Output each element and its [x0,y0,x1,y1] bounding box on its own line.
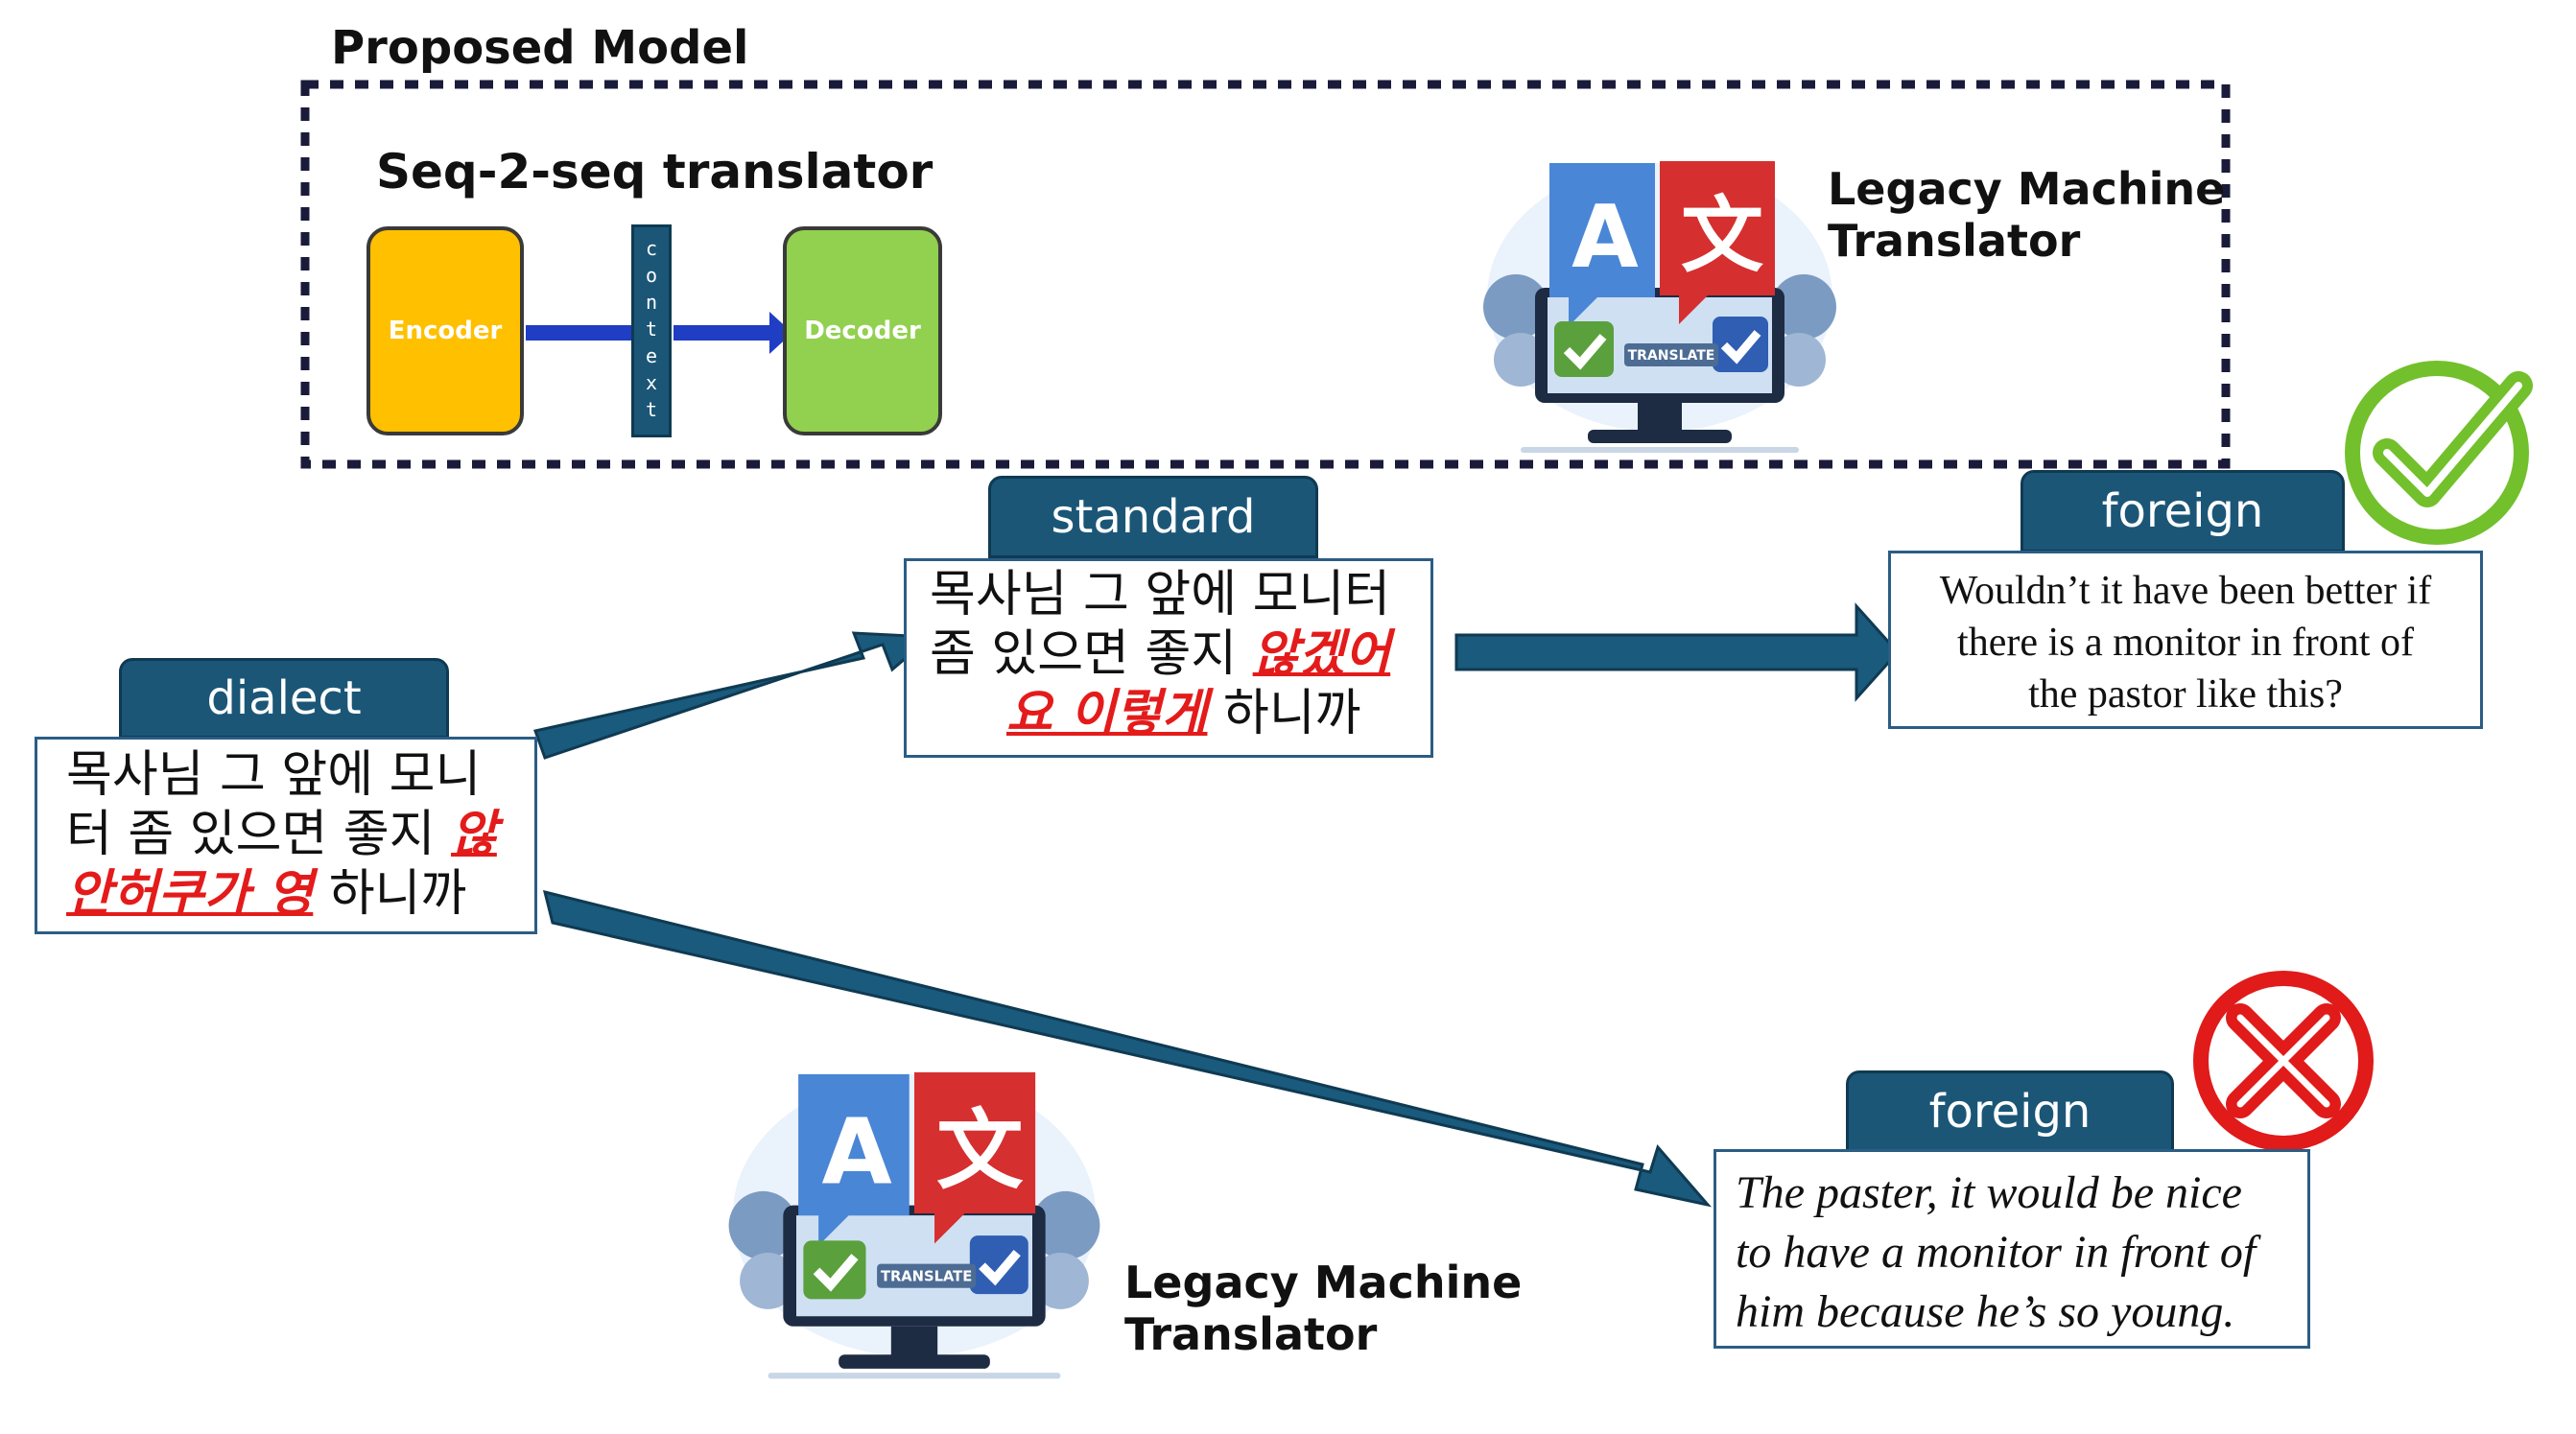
decoder-label: Decoder [804,317,921,345]
translator-monitor-icon: A 文 TRANSLATE [1483,161,1836,453]
dialect-line2-highlight: 않 [451,806,497,863]
standard-to-foreign-arrow [1454,602,1901,702]
dialect-text-box: 목사님 그 앞에 모니 터 좀 있으면 좋지 않 안허쿠가 영 하니까 [35,737,537,934]
dialect-line3-plain: 하니까 [313,865,467,923]
context-to-decoder-arrow [674,312,792,354]
dialect-to-foreign-arrow [542,889,1713,1208]
translate-badge: TRANSLATE [881,1268,972,1284]
dialect-tag: dialect [119,658,449,739]
seq2seq-title: Seq-2-seq translator [376,144,934,200]
translate-badge: TRANSLATE [1628,348,1715,364]
standard-line2-plain: 좀 있으면 좋지 [930,625,1253,683]
foreign-bad-line1: The paster, it would be nice [1736,1167,2242,1218]
legacy-bottom-label-line2: Translator [1124,1308,1378,1360]
foreign-good-line3: the pastor like this? [2028,672,2343,717]
context-label: context [640,237,663,425]
legacy-top-label-line1: Legacy Machine [1828,163,2226,215]
foreign-bad-line3: him because he’s so young. [1736,1286,2235,1337]
decoder-block: Decoder [783,226,942,435]
dialect-line1: 목사님 그 앞에 모니 [66,746,482,804]
svg-text:文: 文 [936,1100,1024,1201]
standard-line3-highlight: 요 이렇게 [1006,685,1208,742]
foreign-bad-tag: foreign [1846,1070,2174,1153]
svg-text:文: 文 [1681,188,1763,284]
legacy-top-label: Legacy Machine Translator [1828,163,2225,267]
svg-text:A: A [821,1099,891,1205]
encoder-label: Encoder [388,317,503,345]
standard-text-box: 목사님 그 앞에 모니터 좀 있으면 좋지 않겠어 요 이렇게 하니까 [904,558,1433,758]
legacy-bottom-label-line1: Legacy Machine [1124,1257,1523,1308]
legacy-top-label-line2: Translator [1828,215,2081,267]
standard-line2-highlight: 않겠어 [1252,625,1391,683]
standard-tag: standard [988,476,1318,558]
foreign-good-tag: foreign [2021,470,2345,552]
dialect-line2-plain: 터 좀 있으면 좋지 [66,806,451,863]
encoder-block: Encoder [366,226,524,435]
check-circle-icon [2345,361,2533,545]
legacy-bottom-label: Legacy Machine Translator [1124,1257,1522,1360]
dialect-line3-highlight: 안허쿠가 영 [66,865,314,923]
foreign-good-line1: Wouldn’t it have been better if [1939,569,2432,613]
proposed-model-frame [300,80,2231,469]
foreign-good-line2: there is a monitor in front of [1957,621,2414,665]
translator-monitor-icon: A 文 TRANSLATE [728,1071,1100,1379]
dialect-to-standard-arrow [533,631,934,760]
proposed-model-title: Proposed Model [331,21,749,75]
foreign-good-text-box: Wouldn’t it have been better if there is… [1888,551,2483,729]
context-vector: context [631,224,672,437]
standard-line1: 목사님 그 앞에 모니터 [930,566,1391,623]
cross-circle-icon [2193,971,2374,1151]
foreign-bad-text-box: The paster, it would be nice to have a m… [1713,1149,2310,1349]
svg-text:A: A [1572,187,1639,288]
standard-line3-plain: 하니까 [1207,685,1361,742]
foreign-bad-line2: to have a monitor in front of [1736,1227,2257,1278]
